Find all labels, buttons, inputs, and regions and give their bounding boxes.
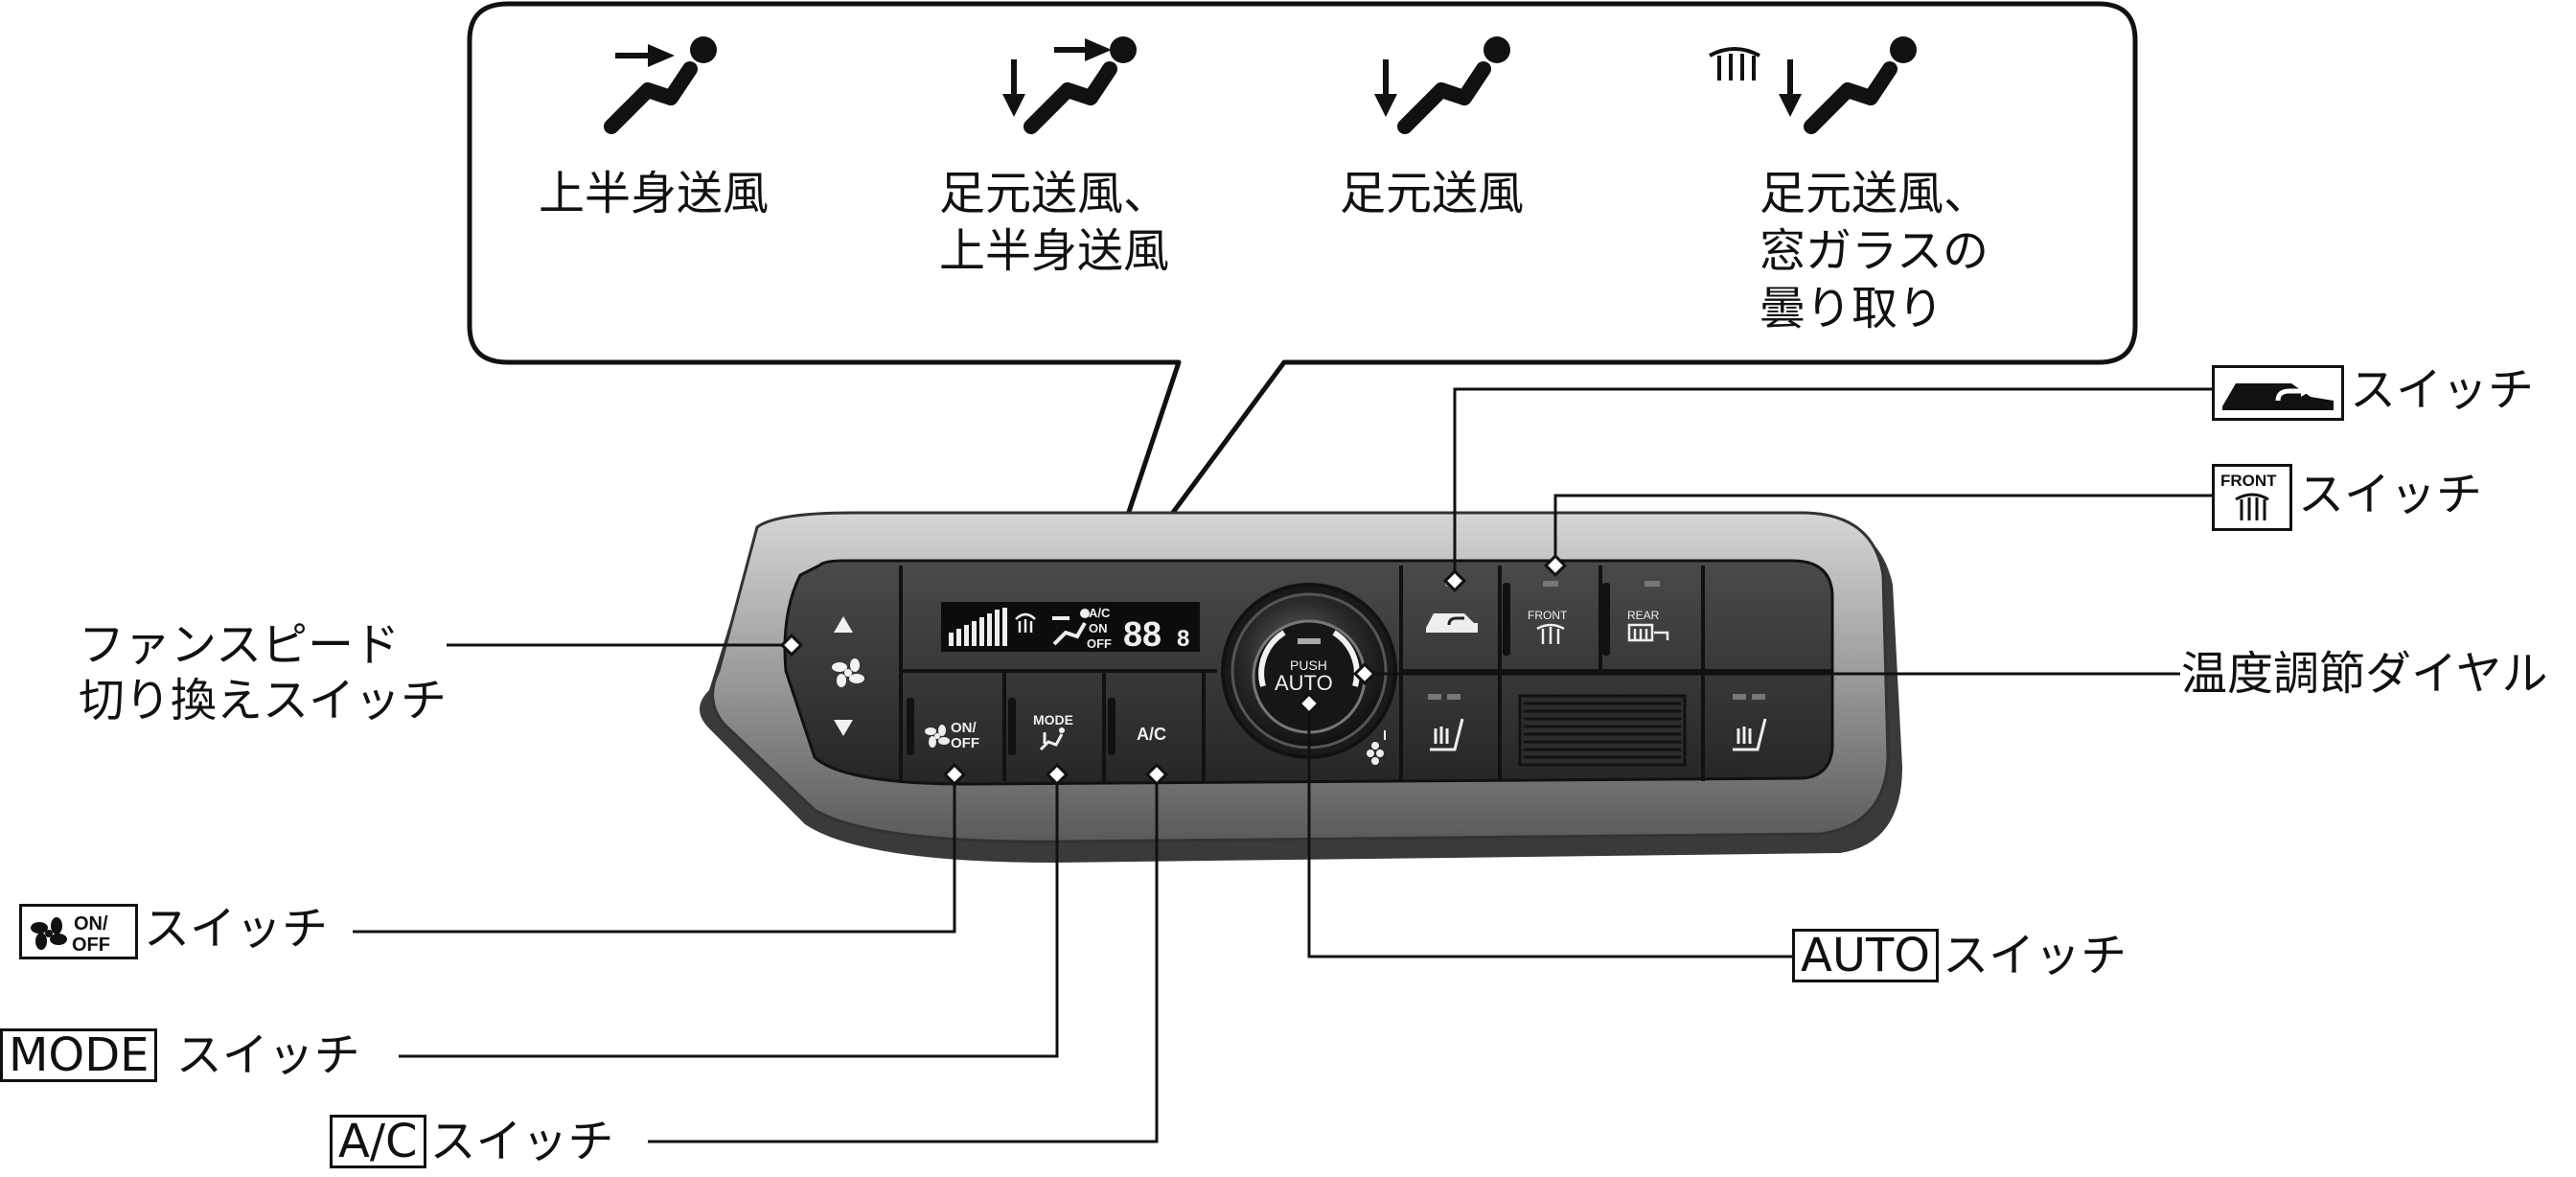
dial-auto-text: AUTO: [1275, 671, 1333, 695]
lcd-temp-decimal: 8: [1177, 626, 1189, 652]
fan-onoff-key-top: ON/: [74, 913, 108, 935]
lcd-on-text: ON: [1089, 621, 1108, 635]
front-defrost-key-text: FRONT: [2220, 472, 2277, 490]
mode-callout-bubble: [467, 1, 2138, 624]
ac-button-text: A/C: [1137, 725, 1166, 744]
recirculation-key-icon: [2212, 365, 2344, 421]
mode-label-floor-upper-body: 足元送風、 上半身送風: [939, 167, 1170, 278]
ac-key: A/C: [330, 1115, 426, 1168]
mode-button-text: MODE: [1033, 712, 1073, 727]
leader-lines: [353, 387, 2215, 1143]
mode-label-floor: 足元送風: [1340, 167, 1525, 220]
seat-heater-left-icon: [1430, 718, 1464, 751]
floor-and-upper-body-airflow-icon: [1002, 36, 1137, 134]
fan-onoff-top-text: ON/: [951, 720, 978, 736]
lcd-ac-text: A/C: [1089, 606, 1111, 620]
auto-key: AUTO: [1792, 929, 1940, 982]
upper-body-airflow-icon: [604, 36, 717, 134]
front-defrost-icon: [1536, 623, 1565, 644]
mode-airflow-icon: [1039, 727, 1065, 751]
fan-onoff-button[interactable]: ON/ OFF: [907, 698, 979, 755]
front-defrost-text: FRONT: [1528, 609, 1568, 622]
ac-button[interactable]: A/C: [1108, 698, 1166, 755]
seat-heater-right-button[interactable]: [1733, 694, 1767, 751]
fan-speed-up-icon[interactable]: [834, 616, 853, 633]
floor-airflow-icon: [1374, 36, 1510, 134]
rear-defrost-icon: [1627, 623, 1669, 642]
mode-key: MODE: [0, 1028, 158, 1082]
mode-label-floor-defrost: 足元送風、 窓ガラスの 曇り取り: [1760, 167, 1990, 335]
front-defrost-button[interactable]: FRONT: [1528, 581, 1610, 656]
fan-icon: [832, 658, 864, 687]
dial-push-text: PUSH: [1290, 658, 1327, 673]
lcd-defrost-icon: [1015, 612, 1036, 633]
fan-onoff-key-icon: ON/ OFF: [19, 904, 138, 959]
fan-onoff-switch-label: ON/ OFF スイッチ: [19, 901, 328, 959]
recirculation-car-icon: [1426, 613, 1478, 633]
fan-level-bars-icon: [949, 608, 1007, 646]
floor-and-defrost-airflow-icon: [1709, 36, 1917, 134]
front-defrost-switch-label: FRONT スイッチ: [2212, 464, 2482, 531]
front-defrost-key-icon: FRONT: [2212, 464, 2292, 531]
temperature-dial-label: 温度調節ダイヤル: [2181, 647, 2548, 701]
mode-label-upper-body: 上半身送風: [539, 167, 770, 220]
fan-onoff-key-bottom: OFF: [72, 935, 110, 956]
seat-heater-right-icon: [1733, 718, 1767, 751]
center-vent-grille: [1518, 694, 1687, 767]
seat-heater-left-button[interactable]: [1428, 694, 1464, 751]
mode-switch-label: MODE スイッチ: [0, 1027, 360, 1083]
temperature-scale-icon: [1367, 730, 1386, 765]
leader-markers: [779, 553, 1568, 787]
recirculation-switch-label: スイッチ: [2212, 362, 2534, 421]
lcd-temp-text: 88: [1123, 614, 1162, 654]
fan-small-icon: [925, 725, 950, 748]
lcd-airflow-person-icon: [1052, 609, 1090, 646]
fan-speed-switch-label: ファンスピード 切り換えスイッチ: [79, 618, 448, 727]
fan-onoff-bottom-text: OFF: [951, 735, 979, 751]
lcd-off-text: OFF: [1087, 636, 1112, 651]
rear-defrost-button[interactable]: REAR: [1627, 581, 1669, 642]
fan-speed-down-icon[interactable]: [834, 720, 853, 736]
rear-defrost-text: REAR: [1627, 609, 1660, 622]
mode-button[interactable]: MODE: [1008, 698, 1073, 755]
